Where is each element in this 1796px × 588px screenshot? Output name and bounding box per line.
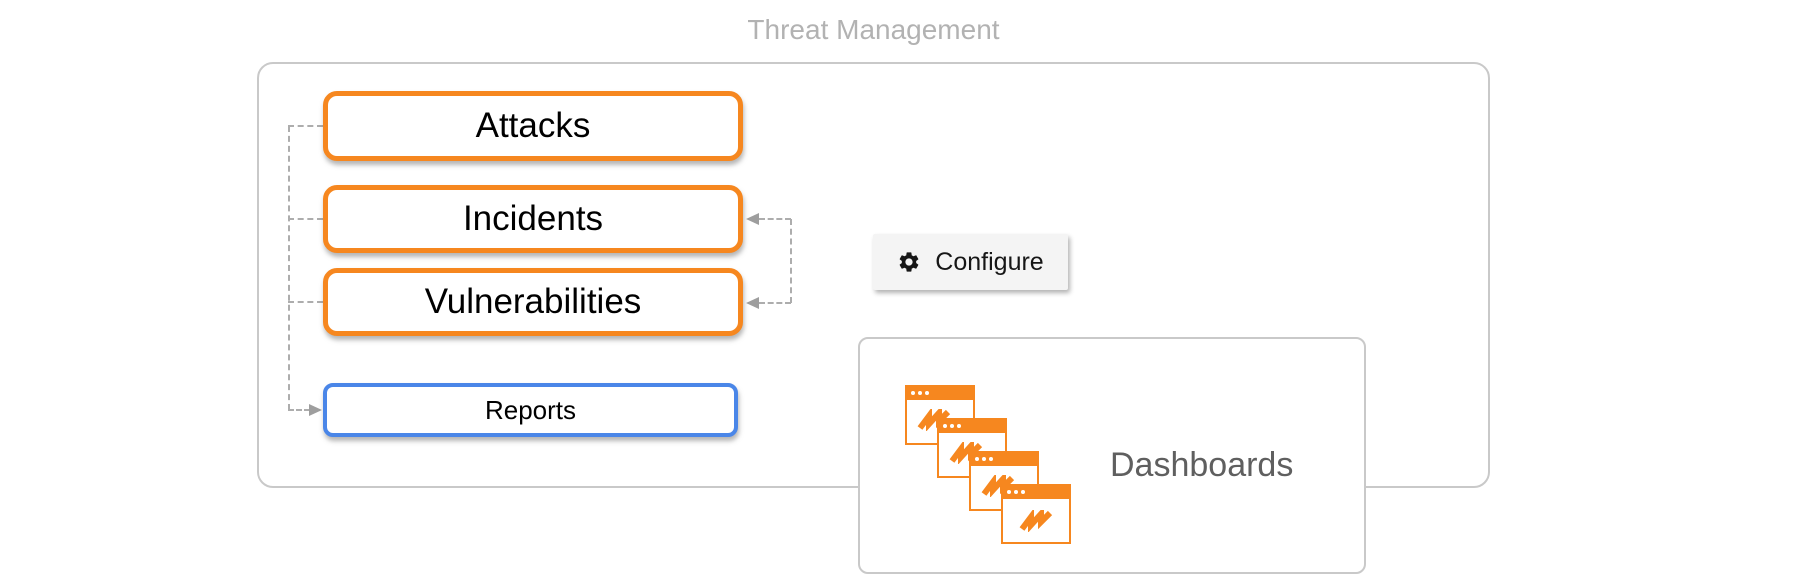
gear-icon (899, 252, 919, 272)
configure-button[interactable]: Configure (873, 234, 1068, 290)
window-titlebar-dots (938, 419, 1006, 433)
connector-right-bracket (790, 219, 792, 303)
dashboards-label: Dashboards (1110, 446, 1294, 484)
arrowhead-into-reports-icon (309, 404, 322, 416)
connector-stub-into-incidents (759, 218, 791, 220)
connector-stub-into-vulnerabilities (759, 302, 791, 304)
node-vulnerabilities[interactable]: Vulnerabilities (323, 268, 743, 336)
arrowhead-into-vulnerabilities-icon (746, 297, 759, 309)
node-attacks-label: Attacks (475, 106, 591, 145)
window-titlebar-dots (1002, 485, 1070, 499)
configure-button-label: Configure (935, 247, 1044, 276)
connector-stub-vulnerabilities (288, 301, 323, 303)
node-incidents[interactable]: Incidents (323, 185, 743, 253)
arrowhead-into-incidents-icon (746, 213, 759, 225)
window-titlebar-dots (906, 386, 974, 400)
connector-left-spine (288, 126, 290, 410)
node-vulnerabilities-label: Vulnerabilities (424, 282, 642, 321)
connector-stub-attacks (288, 125, 323, 127)
chart-zigzag-icon (1019, 510, 1053, 532)
window-titlebar-dots (970, 452, 1038, 466)
diagram-title: Threat Management (747, 14, 1000, 45)
stacked-dashboard-windows-icon (905, 385, 1075, 545)
dashboard-window-icon (1001, 484, 1071, 544)
node-reports-label: Reports (484, 394, 577, 425)
dashboards-tile[interactable]: Dashboards (858, 337, 1366, 574)
dashboard-window-icon (937, 418, 1007, 478)
connector-stub-incidents (288, 218, 323, 220)
node-incidents-label: Incidents (462, 199, 604, 238)
node-attacks[interactable]: Attacks (323, 91, 743, 161)
node-reports[interactable]: Reports (323, 383, 738, 437)
connector-stub-reports (288, 409, 310, 411)
